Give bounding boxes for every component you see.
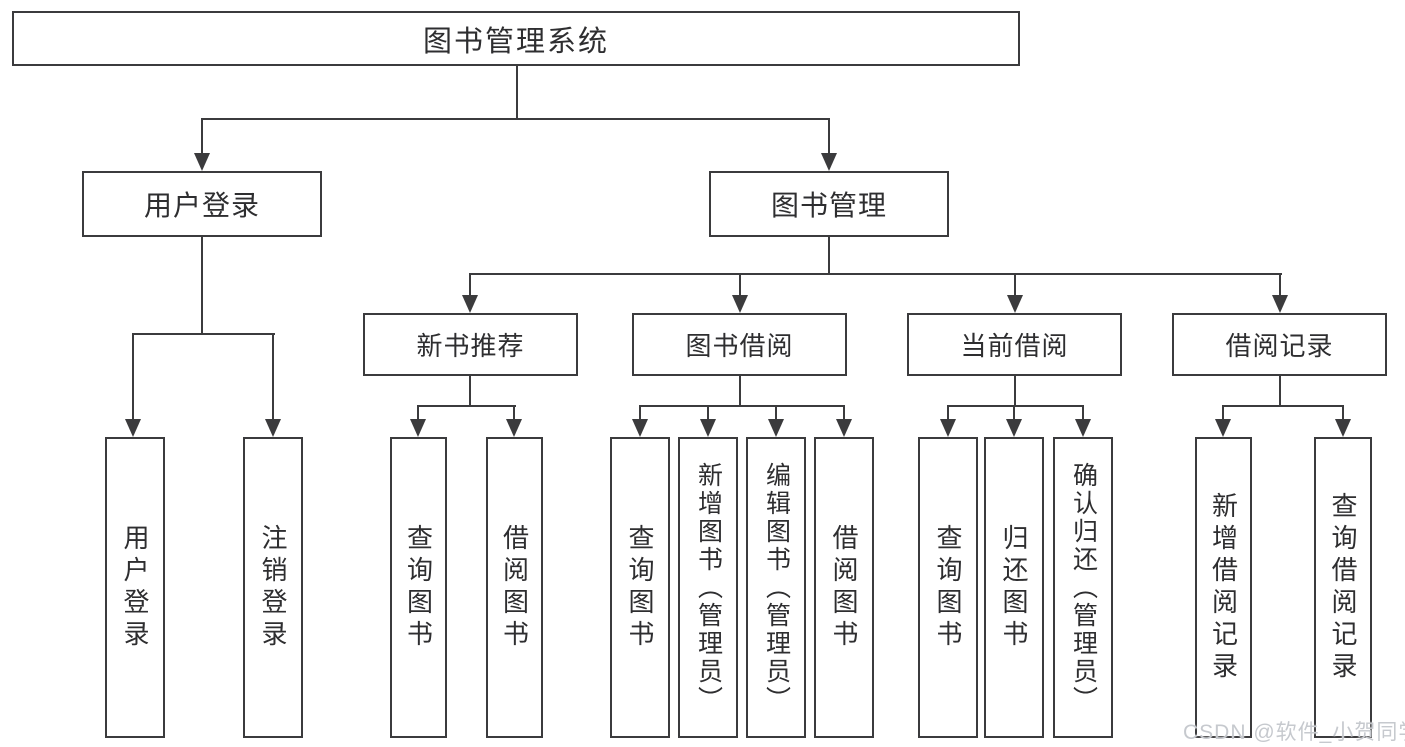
node-book-borrowing: 图书借阅	[632, 313, 847, 376]
node-label: 图书管理系统	[422, 25, 609, 58]
connector-line	[1014, 273, 1016, 299]
connector-line	[201, 237, 203, 334]
connector-arrowhead	[1006, 419, 1022, 437]
node-label: 用户登录	[120, 523, 150, 652]
node-book-management: 图书管理	[709, 171, 949, 237]
connector-line	[843, 405, 845, 421]
node-label: 图书借阅	[685, 331, 794, 361]
node-label: 查询图书	[403, 523, 434, 652]
connector-line	[828, 237, 830, 275]
connector-arrowhead	[632, 419, 648, 437]
connector-arrowhead	[1075, 419, 1091, 437]
leaf-add-book-admin: 新增图书（管理员）	[678, 437, 738, 738]
node-label: 新增借阅记录	[1208, 491, 1239, 684]
leaf-query-books-current: 查询图书	[918, 437, 978, 738]
connector-line	[828, 118, 830, 155]
connector-line	[1342, 405, 1344, 421]
connector-line	[1014, 376, 1016, 407]
leaf-query-books-recommend: 查询图书	[390, 437, 447, 738]
node-label: 查询图书	[933, 523, 963, 652]
connector-line	[1279, 273, 1281, 299]
connector-line	[201, 118, 830, 120]
connector-line	[1222, 405, 1344, 407]
connector-line	[775, 405, 777, 421]
connector-arrowhead	[821, 153, 837, 171]
node-current-borrowing: 当前借阅	[907, 313, 1122, 376]
node-label: 编辑图书（管理员）	[762, 461, 791, 714]
node-borrowing-records: 借阅记录	[1172, 313, 1387, 376]
node-label: 注销登录	[258, 523, 288, 652]
csdn-watermark: CSDN @软件_小贺同学	[1183, 721, 1405, 744]
connector-line	[417, 405, 419, 421]
leaf-query-books-borrowing: 查询图书	[610, 437, 670, 738]
connector-line	[469, 273, 1282, 275]
node-label: 借阅图书	[499, 523, 530, 652]
node-label: 查询图书	[625, 523, 655, 652]
connector-arrowhead	[836, 419, 852, 437]
connector-line	[469, 273, 471, 299]
connector-arrowhead	[410, 419, 426, 437]
leaf-borrow-books: 借阅图书	[814, 437, 874, 738]
connector-line	[272, 333, 274, 421]
connector-line	[739, 376, 741, 407]
node-label: 借阅记录	[1225, 331, 1334, 361]
node-label: 用户登录	[143, 190, 260, 221]
connector-line	[707, 405, 709, 421]
node-label: 借阅图书	[829, 523, 859, 652]
node-label: 确认归还（管理员）	[1069, 461, 1098, 714]
leaf-edit-book-admin: 编辑图书（管理员）	[746, 437, 806, 738]
node-label: 当前借阅	[960, 331, 1069, 361]
connector-arrowhead	[768, 419, 784, 437]
connector-line	[516, 66, 518, 119]
node-new-book-recommendation: 新书推荐	[363, 313, 578, 376]
connector-line	[947, 405, 1084, 407]
connector-line	[1082, 405, 1084, 421]
connector-arrowhead	[732, 295, 748, 313]
connector-arrowhead	[1215, 419, 1231, 437]
leaf-add-borrow-record: 新增借阅记录	[1195, 437, 1252, 738]
connector-arrowhead	[1007, 295, 1023, 313]
connector-line	[132, 333, 275, 335]
node-label: 查询借阅记录	[1328, 491, 1358, 684]
node-label: 归还图书	[999, 523, 1029, 652]
connector-line	[947, 405, 949, 421]
node-label: 新增图书（管理员）	[694, 461, 723, 714]
connector-line	[639, 405, 845, 407]
connector-arrowhead	[1335, 419, 1351, 437]
leaf-user-login: 用户登录	[105, 437, 165, 738]
connector-line	[1279, 376, 1281, 407]
connector-arrowhead	[940, 419, 956, 437]
connector-line	[417, 405, 516, 407]
node-label: 图书管理	[770, 190, 887, 221]
connector-line	[513, 405, 515, 421]
connector-line	[639, 405, 641, 421]
connector-line	[469, 376, 471, 407]
leaf-query-borrow-record: 查询借阅记录	[1314, 437, 1372, 738]
connector-arrowhead	[462, 295, 478, 313]
connector-arrowhead	[125, 419, 141, 437]
connector-line	[1013, 405, 1015, 421]
leaf-confirm-return-admin: 确认归还（管理员）	[1053, 437, 1113, 738]
connector-line	[201, 118, 203, 155]
leaf-logout: 注销登录	[243, 437, 303, 738]
leaf-return-book: 归还图书	[984, 437, 1044, 738]
node-library-management-system: 图书管理系统	[12, 11, 1020, 66]
connector-arrowhead	[265, 419, 281, 437]
connector-line	[739, 273, 741, 299]
connector-arrowhead	[506, 419, 522, 437]
connector-arrowhead	[700, 419, 716, 437]
connector-line	[132, 333, 134, 421]
leaf-borrow-books-recommend: 借阅图书	[486, 437, 543, 738]
connector-arrowhead	[194, 153, 210, 171]
node-label: 新书推荐	[416, 331, 525, 361]
node-user-login: 用户登录	[82, 171, 322, 237]
connector-line	[1222, 405, 1224, 421]
connector-arrowhead	[1272, 295, 1288, 313]
